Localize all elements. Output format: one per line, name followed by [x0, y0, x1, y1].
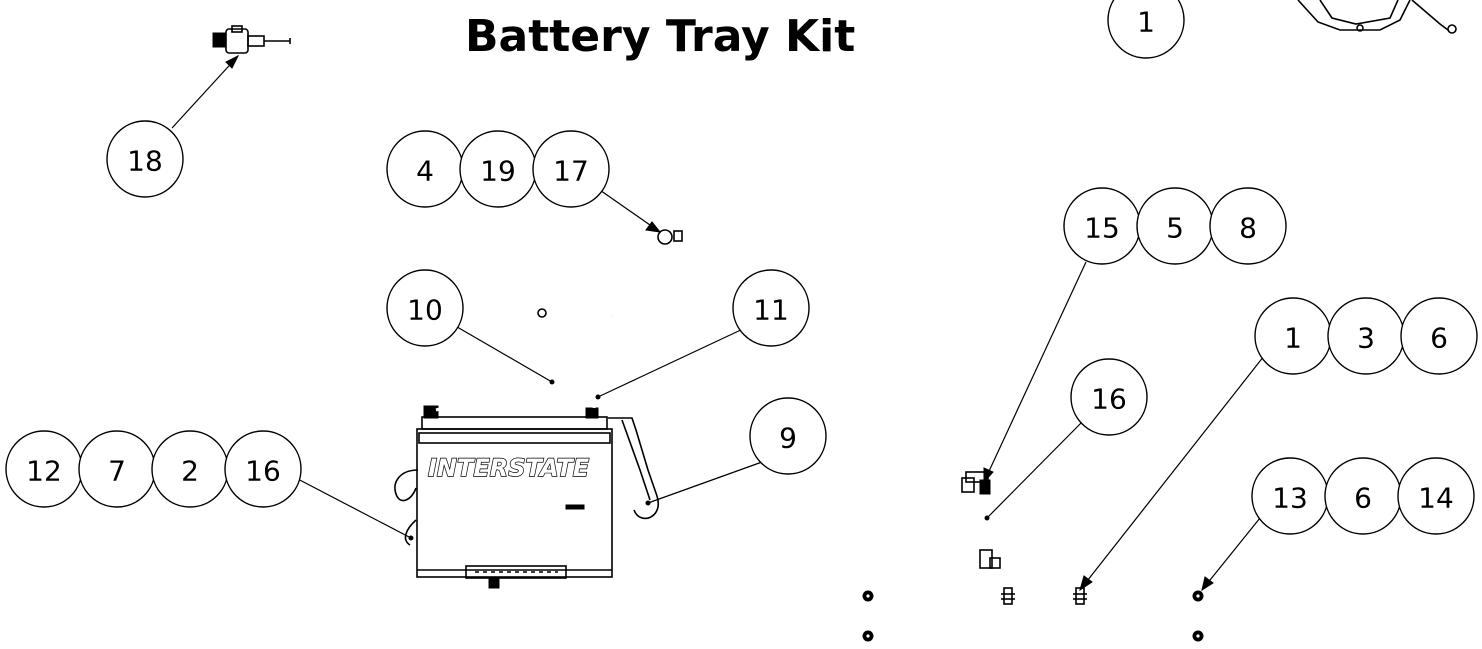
- balloon-17: 17: [532, 130, 610, 208]
- svg-text:16: 16: [245, 455, 281, 488]
- balloon-9: 9: [749, 397, 827, 475]
- balloon-16-right: 16: [1070, 358, 1148, 436]
- balloon-6: 6: [1324, 457, 1402, 535]
- washer-part: [862, 630, 874, 642]
- battery-assembly: INTERSTATE: [394, 229, 683, 589]
- ground-cable-part: [961, 471, 1001, 569]
- svg-text:14: 14: [1418, 482, 1454, 515]
- balloon-14: 14: [1397, 457, 1475, 535]
- sensor-switch-part: [212, 25, 291, 54]
- balloon-19: 19: [459, 130, 537, 208]
- svg-text:17: 17: [553, 155, 589, 188]
- hardware-items: [862, 587, 1204, 642]
- balloon-group-4-19-17: 4 19 17: [386, 130, 610, 208]
- battery-brand-label: INTERSTATE: [428, 454, 590, 482]
- svg-text:8: 8: [1239, 212, 1257, 245]
- svg-text:3: 3: [1357, 322, 1375, 355]
- svg-text:13: 13: [1272, 482, 1308, 515]
- balloon-6: 6: [1400, 297, 1478, 375]
- balloon-11: 11: [732, 269, 810, 347]
- balloon-1: 1: [1254, 297, 1332, 375]
- balloon-10: 10: [386, 269, 464, 347]
- balloon-2: 2: [151, 430, 229, 508]
- balloon-13: 13: [1251, 457, 1329, 535]
- bolt-part: [1001, 587, 1015, 605]
- balloon-16: 16: [224, 430, 302, 508]
- balloon-8: 8: [1209, 187, 1287, 265]
- balloon-18: 18: [106, 120, 184, 198]
- balloon-4: 4: [386, 130, 464, 208]
- balloon-group-12-7-2-16: 12 7 2 16: [5, 430, 302, 508]
- balloon-group-13-6-14: 13 6 14: [1251, 457, 1475, 535]
- diagram-title: Battery Tray Kit: [465, 11, 855, 62]
- balloon-12: 12: [5, 430, 83, 508]
- nut-part: [1192, 590, 1204, 602]
- svg-text:15: 15: [1084, 212, 1120, 245]
- svg-text:1: 1: [1284, 322, 1302, 355]
- balloon-group-1-3-6: 1 3 6: [1254, 297, 1478, 375]
- svg-text:6: 6: [1430, 322, 1448, 355]
- svg-text:12: 12: [26, 455, 62, 488]
- svg-text:11: 11: [753, 294, 789, 327]
- bolt-part: [1073, 587, 1087, 605]
- balloon-3: 3: [1327, 297, 1405, 375]
- balloon-1-top: 1: [1107, 0, 1185, 59]
- balloon-7: 7: [78, 430, 156, 508]
- svg-text:16: 16: [1091, 383, 1127, 416]
- svg-text:6: 6: [1354, 482, 1372, 515]
- svg-text:18: 18: [127, 145, 163, 178]
- svg-text:5: 5: [1166, 212, 1184, 245]
- svg-text:10: 10: [407, 294, 443, 327]
- svg-text:9: 9: [779, 422, 797, 455]
- svg-text:1: 1: [1137, 6, 1155, 39]
- svg-text:7: 7: [108, 455, 126, 488]
- svg-text:4: 4: [416, 155, 434, 188]
- nut-part: [1192, 630, 1204, 642]
- svg-text:19: 19: [480, 155, 516, 188]
- balloon-group-15-5-8: 15 5 8: [1063, 187, 1287, 265]
- balloon-5: 5: [1136, 187, 1214, 265]
- tray-bracket-part: [1297, 0, 1457, 34]
- leader-lines: [171, 54, 1265, 592]
- balloon-15: 15: [1063, 187, 1141, 265]
- svg-text:2: 2: [181, 455, 199, 488]
- washer-part: [862, 590, 874, 602]
